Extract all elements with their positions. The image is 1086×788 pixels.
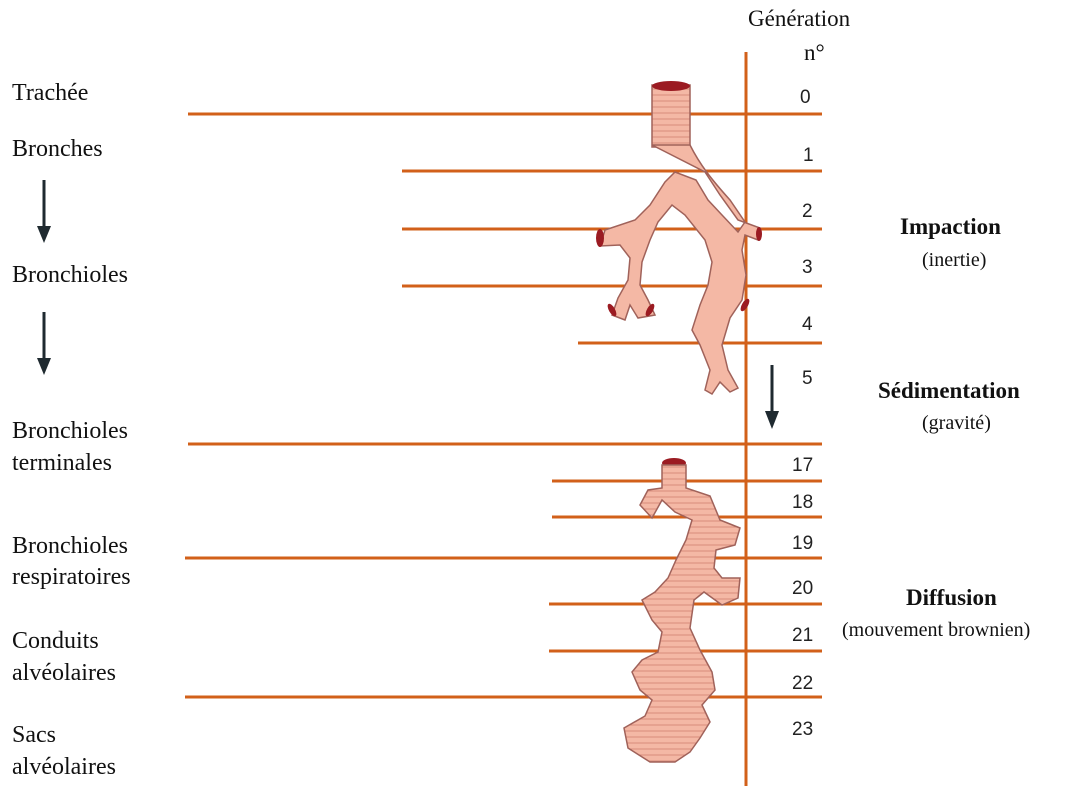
generation-number: 4 bbox=[802, 314, 813, 336]
arrow-bronchioles-down bbox=[37, 312, 51, 375]
mechanism-sedimentation-title: Sédimentation bbox=[878, 378, 1020, 404]
label-bronchioles-respiratoires-2: respiratoires bbox=[12, 562, 131, 592]
generation-number: 21 bbox=[792, 625, 813, 647]
trachea bbox=[652, 85, 690, 147]
label-bronchioles-respiratoires-1: Bronchioles bbox=[12, 531, 128, 561]
generation-number: 23 bbox=[792, 719, 813, 741]
mechanism-impaction-title: Impaction bbox=[900, 214, 1001, 240]
label-bronches: Bronches bbox=[12, 134, 103, 164]
label-conduits-alveolaires-2: alvéolaires bbox=[12, 658, 116, 688]
generation-number-header: n° bbox=[804, 40, 825, 66]
generation-number: 22 bbox=[792, 673, 813, 695]
generation-number: 17 bbox=[792, 455, 813, 477]
mechanism-diffusion-title: Diffusion bbox=[906, 585, 997, 611]
generation-number: 1 bbox=[803, 145, 814, 167]
label-bronchioles-terminales-1: Bronchioles bbox=[12, 416, 128, 446]
generation-header: Génération bbox=[748, 6, 850, 32]
label-sacs-alveolaires-2: alvéolaires bbox=[12, 752, 116, 782]
generation-number: 5 bbox=[802, 368, 813, 390]
generation-number: 20 bbox=[792, 578, 813, 600]
label-trachee: Trachée bbox=[12, 78, 88, 108]
mechanism-diffusion-subtitle: (mouvement brownien) bbox=[842, 619, 1030, 642]
generation-number: 18 bbox=[792, 492, 813, 514]
label-bronchioles-terminales-2: terminales bbox=[12, 448, 112, 478]
label-bronchioles: Bronchioles bbox=[12, 260, 128, 290]
label-sacs-alveolaires-1: Sacs bbox=[12, 720, 56, 750]
generation-number: 19 bbox=[792, 533, 813, 555]
alveolar-airway-illustration bbox=[624, 458, 740, 762]
label-conduits-alveolaires-1: Conduits bbox=[12, 626, 99, 656]
generation-number: 0 bbox=[800, 87, 811, 109]
generation-number: 2 bbox=[802, 201, 813, 223]
arrow-generation-gap bbox=[765, 365, 779, 429]
mechanism-sedimentation-subtitle: (gravité) bbox=[922, 412, 991, 435]
bronchial-tree-illustration bbox=[596, 81, 762, 394]
mechanism-impaction-subtitle: (inertie) bbox=[922, 249, 986, 272]
generation-number: 3 bbox=[802, 257, 813, 279]
arrow-bronches-to-bronchioles bbox=[37, 180, 51, 243]
